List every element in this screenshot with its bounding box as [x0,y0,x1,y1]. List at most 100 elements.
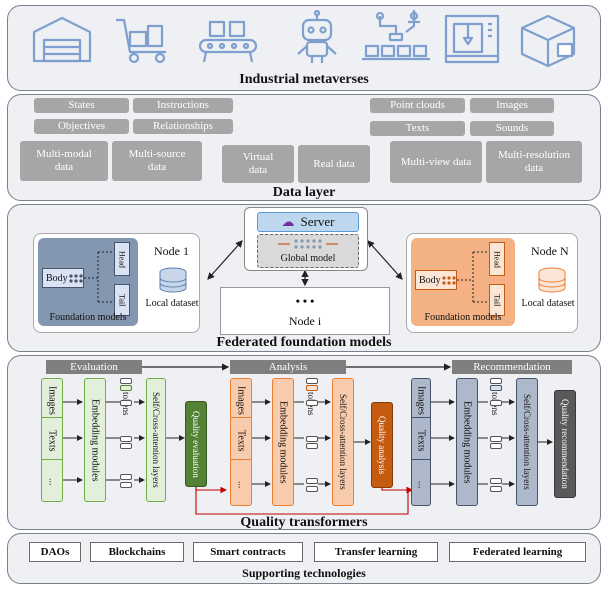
data-multi-resolution: Multi-resolution data [486,141,582,183]
data-multi-source: Multi-source data [112,141,202,181]
token [120,378,132,384]
node-1-tail: Tail [114,284,130,316]
token [306,478,318,484]
quality-panel: Evaluation Analysis Recommendation [7,355,601,530]
node-1-model: Body Head Tail Foundation models [38,238,138,326]
rec-input-images: Images [412,383,430,418]
eval-attention: Self/Cross-attention layers [146,378,166,502]
quality-evaluation: Quality evaluation [185,401,207,487]
token [120,482,132,488]
node-1: Body Head Tail Foundation models Node 1 … [33,233,200,333]
token [490,486,502,492]
token [490,400,502,406]
token [120,443,132,449]
node-n-tail: Tail [489,284,505,316]
tech-transfer-learning: Transfer learning [314,542,438,562]
data-layer-title: Data layer [272,185,336,200]
rec-input-texts: Texts [412,423,430,460]
data-images: Images [470,98,554,113]
token [120,474,132,480]
rec-attention: Self/Cross-attention layers [516,378,538,506]
node-i-label: Node i [288,314,322,328]
stage-recommendation: Recommendation [452,360,572,374]
node-1-head: Head [114,242,130,276]
node-1-fm-label: Foundation models [49,312,127,323]
eval-input-more: ... [46,478,58,486]
token [120,385,132,391]
token [306,443,318,449]
server-label: ☁Server [257,212,359,232]
node-i-dots: • • • [295,294,315,308]
rec-inputs: Images Texts ... [411,378,431,506]
conveyor-icon [198,20,258,63]
token [306,378,318,384]
rec-embedding: Embedding modules [456,378,478,506]
token [490,443,502,449]
token [306,400,318,406]
data-virtual: Virtual data [222,145,294,183]
cnc-machine-icon [444,14,500,64]
eval-input-texts: Texts [42,423,62,460]
quality-title: Quality transformers [240,515,368,530]
node-n-model: Body Head Tail Foundation models [411,238,515,326]
analysis-embedding: Embedding modules [272,378,294,506]
node-n-dataset-label: Local dataset [521,298,575,309]
data-texts: Texts [370,121,465,136]
warehouse-icon [32,16,92,63]
data-real: Real data [298,145,370,183]
federated-title: Federated foundation models [216,335,392,350]
node-n-arrows [442,251,487,303]
node-n-label: Node N [531,244,569,258]
data-instructions: Instructions [133,98,233,113]
token [490,385,502,391]
data-sounds: Sounds [470,121,554,136]
stage-evaluation: Evaluation [46,360,142,374]
node-n-head: Head [489,242,505,276]
link-noden-server [367,240,403,280]
analysis-input-more: ... [235,481,247,489]
node-n-body: Body [415,270,457,290]
data-layer-panel: States Instructions Objectives Relations… [7,94,601,201]
node-n: Body Head Tail Foundation models Node N … [406,233,578,333]
tech-federated-learning: Federated learning [449,542,586,562]
token [306,385,318,391]
data-point-clouds: Point clouds [370,98,465,113]
link-node1-server [207,240,243,280]
tech-smart-contracts: Smart contracts [193,542,303,562]
token [490,436,502,442]
node-1-database-icon [159,267,187,293]
eval-embedding: Embedding modules [84,378,106,502]
token [120,400,132,406]
quality-analysis: Quality analysis [371,402,393,488]
analysis-inputs: Images Texts ... [230,378,252,506]
metaverse-icons [32,9,576,68]
data-objectives: Objectives [34,119,129,134]
quality-recommendation: Quality recommendation [554,390,576,498]
token [490,478,502,484]
global-model-graph [278,239,338,249]
assembly-line-icon [362,10,430,61]
quality-flow [62,363,553,515]
stage-analysis: Analysis [230,360,346,374]
global-model: Global model [257,234,359,268]
node-1-label: Node 1 [154,244,189,258]
metaverse-title: Industrial metaverses [239,72,369,87]
analysis-input-texts: Texts [231,423,251,460]
data-states: States [34,98,129,113]
node-1-body: Body [42,268,84,288]
server-box: ☁Server Global model [244,207,368,271]
robot-icon [297,9,337,63]
node-n-fm-label: Foundation models [424,312,502,323]
node-n-database-icon [538,267,566,293]
metaverse-panel: Industrial metaverses [7,5,601,91]
analysis-attention: Self/Cross-attention layers [332,378,354,506]
federated-links [207,240,403,287]
node-i: • • • Node i [220,287,390,335]
global-model-label: Global model [280,253,336,264]
token [120,436,132,442]
federated-panel: Body Head Tail Foundation models Node 1 … [7,204,601,352]
data-multi-modal: Multi-modal data [20,141,108,181]
data-relationships: Relationships [133,119,233,134]
forklift-cart-icon [116,18,166,64]
eval-inputs: Images Texts ... [41,378,63,502]
